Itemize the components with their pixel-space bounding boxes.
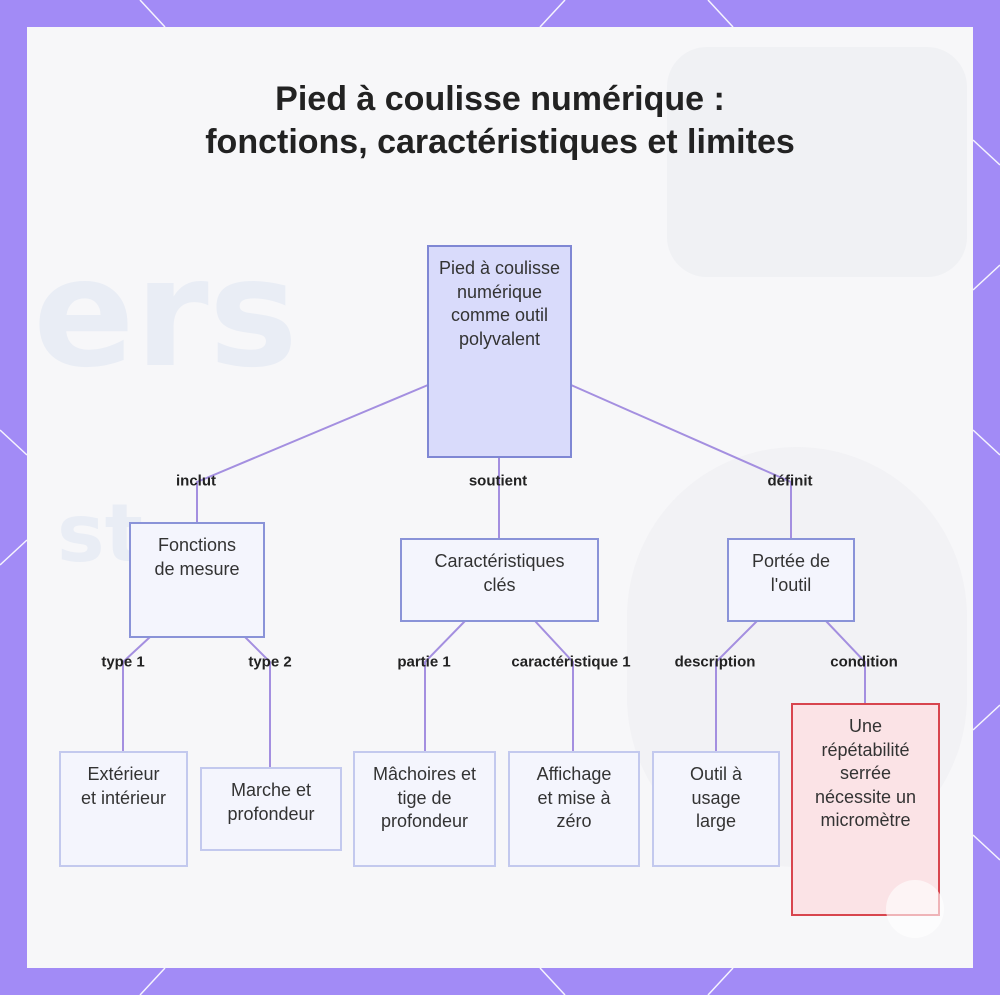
node-tool-scope-label: Portée de l'outil: [743, 550, 839, 597]
node-broad-use: Outil à usage large: [652, 751, 780, 867]
edge-label-supports: soutient: [469, 473, 527, 490]
edge-label-includes: inclut: [176, 473, 216, 490]
edge-label-defines: définit: [768, 473, 813, 490]
node-display-zero-label: Affichage et mise à zéro: [529, 763, 619, 834]
node-tool-scope: Portée de l'outil: [727, 538, 855, 622]
edge-label-condition: condition: [830, 654, 898, 671]
node-step-depth: Marche et profondeur: [200, 767, 342, 851]
edge-scope-to-broad: [716, 621, 757, 752]
node-key-features-label: Caractéristiques clés: [425, 550, 575, 597]
edge-label-type-2: type 2: [248, 654, 291, 671]
edge-label-part-1: partie 1: [397, 654, 450, 671]
edge-root-to-scope: [571, 385, 791, 539]
node-outside-inside-label: Extérieur et intérieur: [78, 763, 170, 810]
node-jaws-depth-rod-label: Mâchoires et tige de profondeur: [371, 763, 479, 834]
edge-label-description: description: [675, 654, 756, 671]
edge-features-to-jaws: [425, 621, 465, 752]
edge-features-to-display: [535, 621, 573, 752]
circle-badge-icon: [886, 880, 944, 938]
node-measurement-functions: Fonctions de mesure: [129, 522, 265, 638]
node-outside-inside: Extérieur et intérieur: [59, 751, 188, 867]
node-broad-use-label: Outil à usage large: [681, 763, 751, 834]
node-key-features: Caractéristiques clés: [400, 538, 599, 622]
edge-root-to-functions: [197, 385, 428, 523]
node-micrometer-needed-label: Une répétabilité serrée nécessite un mic…: [812, 715, 920, 833]
node-measurement-functions-label: Fonctions de mesure: [147, 534, 247, 581]
node-display-zero: Affichage et mise à zéro: [508, 751, 640, 867]
node-jaws-depth-rod: Mâchoires et tige de profondeur: [353, 751, 496, 867]
node-root-label: Pied à coulisse numérique comme outil po…: [435, 257, 564, 351]
edge-label-type-1: type 1: [101, 654, 144, 671]
node-step-depth-label: Marche et profondeur: [216, 779, 326, 826]
edge-label-feature-1: caractéristique 1: [511, 654, 630, 671]
node-root: Pied à coulisse numérique comme outil po…: [427, 245, 572, 458]
